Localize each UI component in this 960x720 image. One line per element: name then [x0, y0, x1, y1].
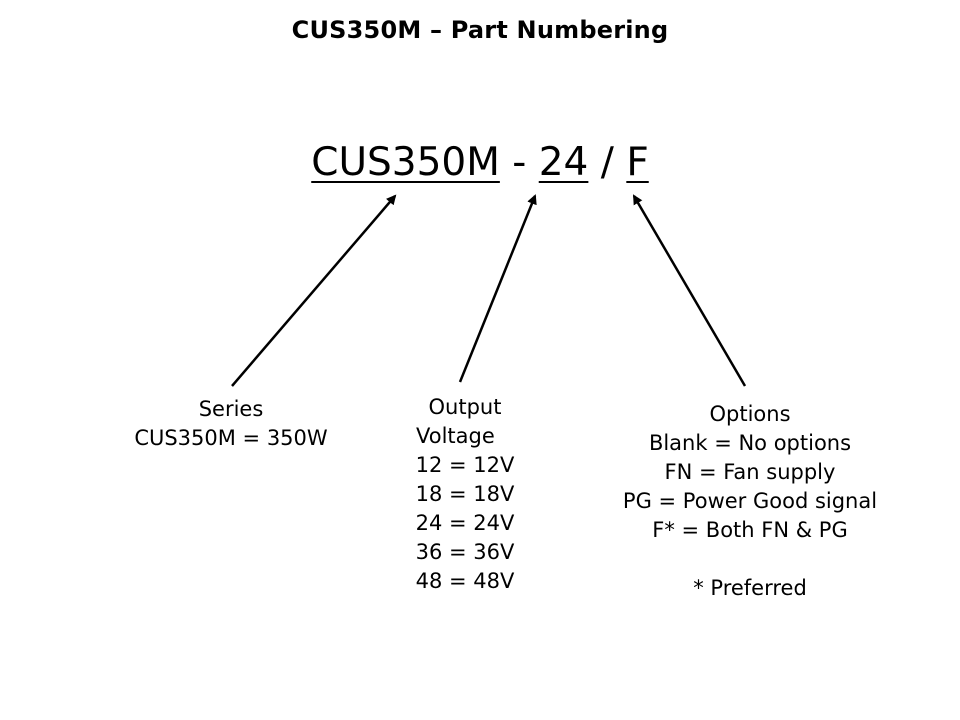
part-number: CUS350M - 24 / F [0, 140, 960, 185]
output-heading-line1: Output [428, 395, 502, 419]
part-option-segment: F [626, 140, 649, 185]
part-series-segment: CUS350M [311, 140, 500, 185]
voltage-option-36: 36 = 36V [415, 540, 515, 564]
options-heading: Options [709, 402, 791, 426]
series-description: Series CUS350M = 350W [100, 395, 362, 453]
option-power-good: PG = Power Good signal [622, 489, 878, 513]
slide-title: CUS350M – Part Numbering [291, 16, 669, 44]
output-heading-line2: Voltage [416, 424, 495, 448]
series-heading: Series [198, 397, 264, 421]
voltage-option-24: 24 = 24V [415, 511, 515, 535]
option-blank: Blank = No options [648, 431, 852, 455]
voltage-option-12: 12 = 12V [415, 453, 515, 477]
option-both: F* = Both FN & PG [652, 518, 848, 542]
options-description: Options Blank = No options FN = Fan supp… [585, 400, 915, 603]
voltage-arrow [458, 194, 537, 383]
options-spacer [585, 545, 915, 574]
part-separator-dash: - [499, 140, 539, 185]
series-line: CUS350M = 350W [134, 426, 328, 450]
part-separator-slash: / [588, 140, 627, 185]
voltage-option-18: 18 = 18V [415, 482, 515, 506]
option-fan-supply: FN = Fan supply [664, 460, 836, 484]
voltage-option-48: 48 = 48V [415, 569, 515, 593]
options-arrow [632, 194, 747, 387]
series-arrow [231, 194, 397, 387]
part-voltage-segment: 24 [538, 140, 589, 185]
output-voltage-description: Output Voltage 12 = 12V 18 = 18V 24 = 24… [380, 393, 550, 596]
option-preferred-note: * Preferred [693, 576, 807, 600]
